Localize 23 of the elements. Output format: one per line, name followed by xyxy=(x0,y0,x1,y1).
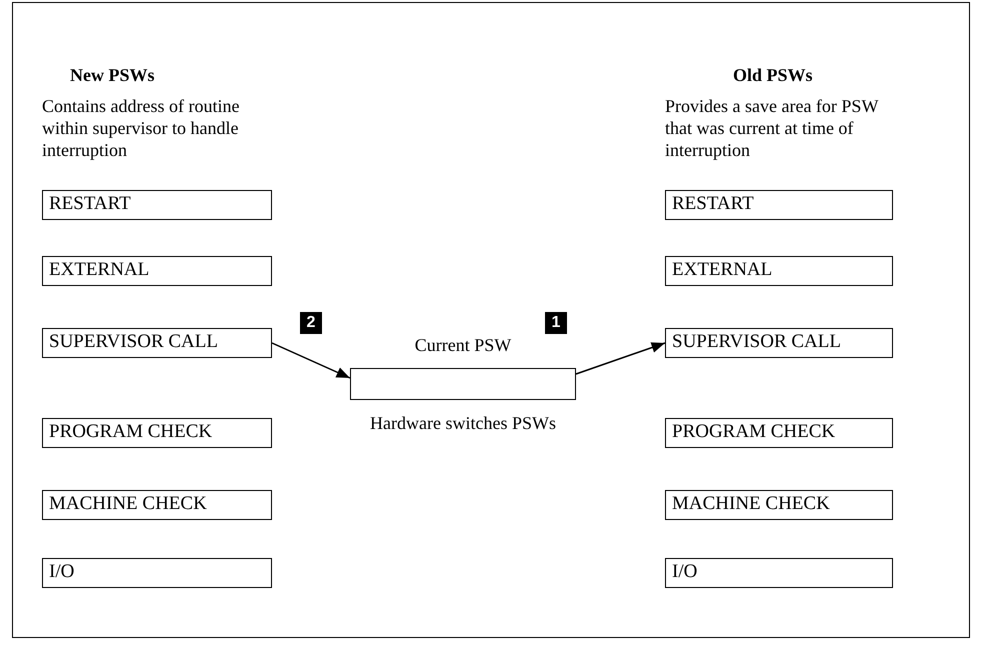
psw-box: EXTERNAL xyxy=(42,256,272,286)
arrow xyxy=(576,342,666,375)
column-description: Provides a save area for PSW that was current at time of interruption xyxy=(665,95,880,161)
callout-number: 2 xyxy=(300,312,322,334)
psw-box: RESTART xyxy=(42,190,272,220)
psw-box: MACHINE CHECK xyxy=(665,490,893,520)
callout-number: 1 xyxy=(545,312,567,334)
psw-box: RESTART xyxy=(665,190,893,220)
psw-box: PROGRAM CHECK xyxy=(665,418,893,448)
register-box xyxy=(350,368,576,400)
column-description: Contains address of routine within supervisor to handle interruption xyxy=(42,95,240,161)
psw-box: SUPERVISOR CALL xyxy=(665,328,893,358)
box-caption: Hardware switches PSWs xyxy=(370,412,556,434)
box-heading: Current PSW xyxy=(414,334,512,356)
psw-box: I/O xyxy=(665,558,893,588)
psw-box: SUPERVISOR CALL xyxy=(42,328,272,358)
column-heading: Old PSWs xyxy=(733,64,813,86)
column-heading: New PSWs xyxy=(70,64,154,86)
arrow xyxy=(272,342,350,379)
psw-box: I/O xyxy=(42,558,272,588)
psw-box: MACHINE CHECK xyxy=(42,490,272,520)
psw-box: EXTERNAL xyxy=(665,256,893,286)
psw-box: PROGRAM CHECK xyxy=(42,418,272,448)
